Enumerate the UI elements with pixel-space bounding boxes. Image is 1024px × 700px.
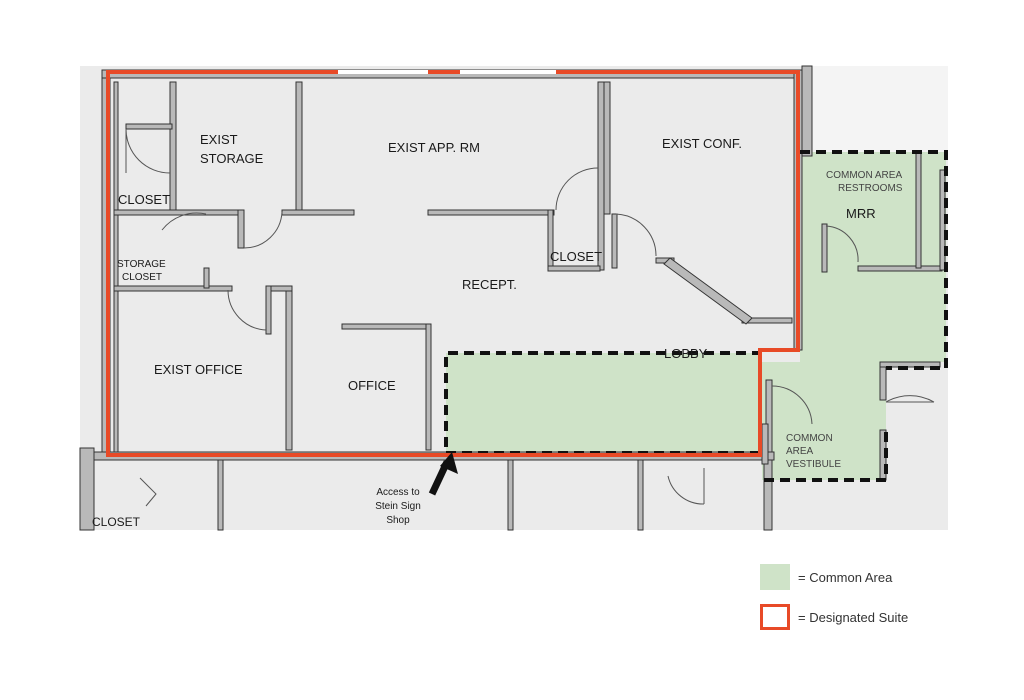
common-area-swatch (760, 564, 790, 590)
access-note-line-3: Shop (386, 515, 410, 526)
exterior-area (808, 66, 948, 152)
label-exist-storage-2: STORAGE (200, 151, 264, 166)
label-common-area-vestibule-2: AREA (786, 446, 814, 457)
label-storage-closet-2: CLOSET (122, 272, 162, 283)
label-exist-app-rm: EXIST APP. RM (388, 140, 480, 155)
label-closet-bottom: CLOSET (92, 515, 141, 529)
common-area-vestibule (762, 362, 886, 480)
designated-suite-outline (106, 70, 800, 457)
legend: = Common Area = Designated Suite (760, 562, 1010, 642)
label-storage-closet-1: STORAGE (117, 259, 166, 270)
label-common-area-vestibule-3: VESTIBULE (786, 459, 841, 470)
label-recept: RECEPT. (462, 277, 517, 292)
floor-plan: EXIST STORAGE EXIST APP. RM EXIST CONF. … (79, 65, 948, 531)
label-exist-office: EXIST OFFICE (154, 362, 243, 377)
legend-label-designated-suite: = Designated Suite (798, 609, 909, 625)
legend-item-designated-suite: = Designated Suite (760, 602, 1010, 632)
label-exist-storage-1: EXIST (200, 132, 238, 147)
window-top-right (460, 70, 556, 74)
designated-suite-swatch (760, 604, 790, 630)
access-note-line-2: Stein Sign (375, 501, 421, 512)
label-lobby: LOBBY (664, 346, 708, 361)
label-office: OFFICE (348, 378, 396, 393)
label-mrr: MRR (846, 206, 876, 221)
label-common-area-restrooms-1: COMMON AREA (826, 170, 902, 181)
legend-item-common-area: = Common Area (760, 562, 1010, 592)
label-closet-center: CLOSET (550, 249, 602, 264)
label-exist-conf: EXIST CONF. (662, 136, 742, 151)
legend-label-common-area: = Common Area (798, 569, 893, 585)
common-area-boundaries (444, 150, 948, 482)
access-note-line-1: Access to (376, 487, 420, 498)
door-swings (125, 128, 935, 507)
interior-walls (113, 81, 946, 531)
label-common-area-vestibule-1: COMMON (786, 433, 833, 444)
label-closet-left: CLOSET (118, 192, 170, 207)
access-arrow (428, 452, 458, 496)
conf-angled-wall (663, 257, 753, 325)
window-top-left (338, 70, 428, 74)
common-area-lobby (446, 353, 762, 453)
label-common-area-restrooms-2: RESTROOMS (838, 183, 903, 194)
